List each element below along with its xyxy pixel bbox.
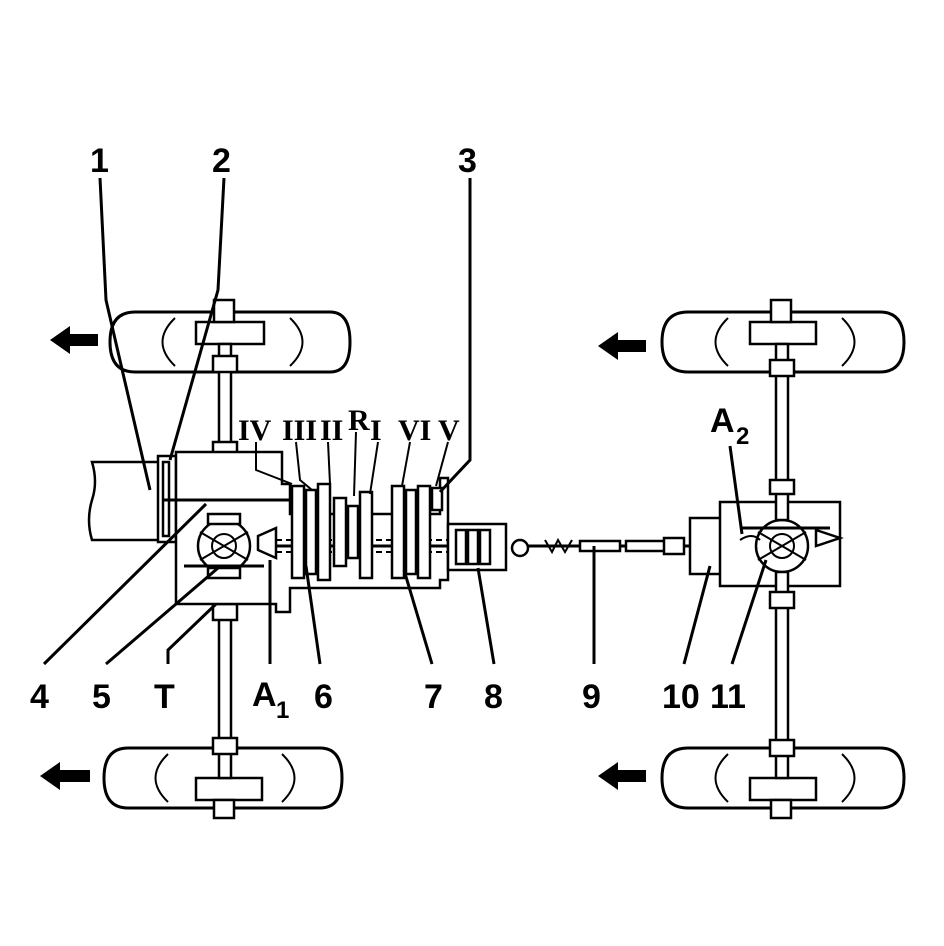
callout-5: 5 <box>92 678 111 716</box>
propeller-shaft <box>528 536 690 556</box>
gear-label-4: IV <box>238 414 272 447</box>
viscous-coupling <box>446 522 530 572</box>
callout-T: T <box>154 678 175 716</box>
callout-4: 4 <box>30 678 49 716</box>
front-differential <box>184 512 278 580</box>
rear-axle-shaft-upper <box>768 342 796 522</box>
rear-differential-housing <box>688 500 844 588</box>
callout-leaders <box>42 177 768 666</box>
gear-set-secondary <box>390 484 444 580</box>
arrow-left-icon <box>50 326 98 354</box>
gear-label-leaders <box>255 431 449 497</box>
callout-2: 2 <box>212 142 231 180</box>
callout-11: 11 <box>710 678 746 716</box>
callout-A2: A <box>710 402 735 440</box>
callout-3: 3 <box>458 142 477 180</box>
front-axle-shaft-lower <box>211 594 239 780</box>
gear-label-1: I <box>370 414 382 447</box>
gear-label-3: III <box>282 414 317 447</box>
gear-label-reverse: R <box>348 404 370 437</box>
callout-A1: A <box>252 676 277 714</box>
callout-8: 8 <box>484 678 503 716</box>
engine <box>87 460 162 542</box>
wheel-front-left-top <box>108 298 352 374</box>
gear-set-primary <box>290 482 374 582</box>
callout-7: 7 <box>424 678 443 716</box>
callout-A2-subscript: 2 <box>736 423 749 450</box>
callout-1: 1 <box>90 142 109 180</box>
arrow-left-icon <box>598 762 646 790</box>
arrow-left-icon <box>40 762 90 790</box>
callout-6: 6 <box>314 678 333 716</box>
callout-A1-subscript: 1 <box>276 697 289 724</box>
gear-label-6: VI <box>398 414 431 447</box>
callout-9: 9 <box>582 678 601 716</box>
rear-axle-shaft-lower <box>768 570 796 780</box>
arrow-left-icon <box>598 332 646 360</box>
gear-label-5: V <box>438 414 460 447</box>
callout-10: 10 <box>662 678 700 716</box>
gear-label-2: II <box>320 414 343 447</box>
